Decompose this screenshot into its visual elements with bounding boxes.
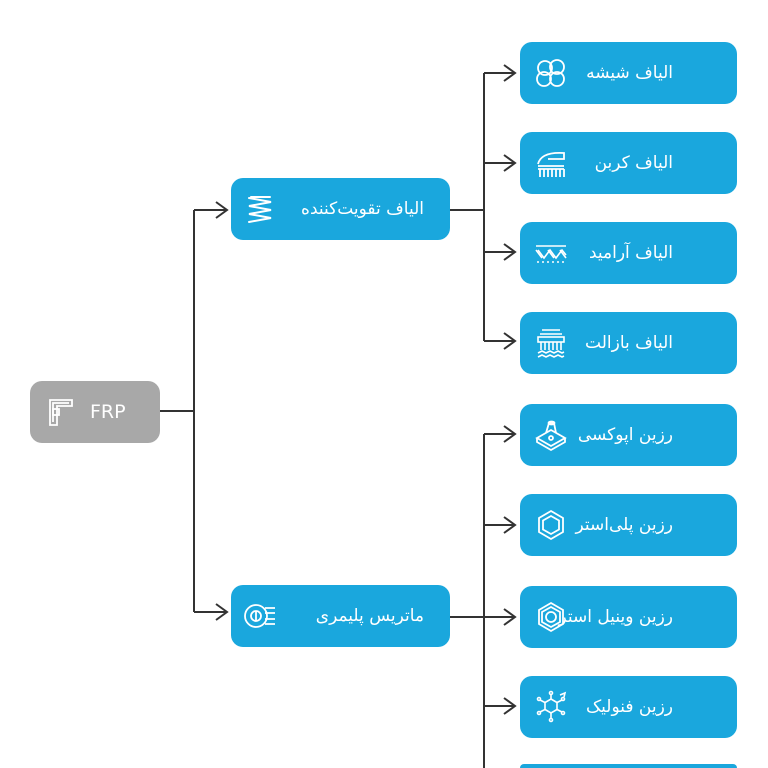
frp-root-node[interactable]: FRP (30, 381, 160, 443)
epoxy-resin-icon (534, 418, 568, 452)
glass-fiber-icon (534, 56, 568, 90)
branch-reinforcing-fibers[interactable]: الیاف تقویت‌کننده (231, 178, 450, 240)
leaf-next-partial[interactable] (520, 764, 737, 768)
fiber-spring-icon (243, 192, 277, 226)
branch-label: ماتریس پلیمری (315, 605, 424, 626)
branch-label: الیاف تقویت‌کننده (301, 198, 424, 219)
carbon-fiber-icon (534, 146, 568, 180)
leaf-label: رزین فنولیک (585, 696, 673, 717)
leaf-label: الیاف آرامید (588, 242, 673, 263)
leaf-label: الیاف شیشه (586, 62, 673, 83)
leaf-phenolic-resin[interactable]: رزین فنولیک (520, 676, 737, 738)
polymer-matrix-icon (243, 599, 277, 633)
basalt-fiber-icon (534, 326, 568, 360)
frp-profile-icon (44, 395, 78, 429)
leaf-label: رزین وینیل استر (558, 606, 673, 627)
leaf-carbon-fiber[interactable]: الیاف کربن (520, 132, 737, 194)
branch-polymer-matrix[interactable]: ماتریس پلیمری (231, 585, 450, 647)
phenolic-resin-icon (534, 690, 568, 724)
aramid-fiber-icon (534, 236, 568, 270)
polyester-resin-icon (534, 508, 568, 542)
vinyl-ester-resin-icon (534, 600, 568, 634)
leaf-glass-fiber[interactable]: الیاف شیشه (520, 42, 737, 104)
leaf-aramid-fiber[interactable]: الیاف آرامید (520, 222, 737, 284)
leaf-label: الیاف کربن (594, 152, 673, 173)
leaf-label: رزین اپوکسی (577, 424, 673, 445)
leaf-label: الیاف بازالت (585, 332, 673, 353)
leaf-epoxy-resin[interactable]: رزین اپوکسی (520, 404, 737, 466)
leaf-polyester-resin[interactable]: رزین پلی‌استر (520, 494, 737, 556)
leaf-vinyl-ester-resin[interactable]: رزین وینیل استر (520, 586, 737, 648)
leaf-label: رزین پلی‌استر (575, 514, 673, 535)
leaf-basalt-fiber[interactable]: الیاف بازالت (520, 312, 737, 374)
frp-root-label: FRP (90, 400, 126, 423)
